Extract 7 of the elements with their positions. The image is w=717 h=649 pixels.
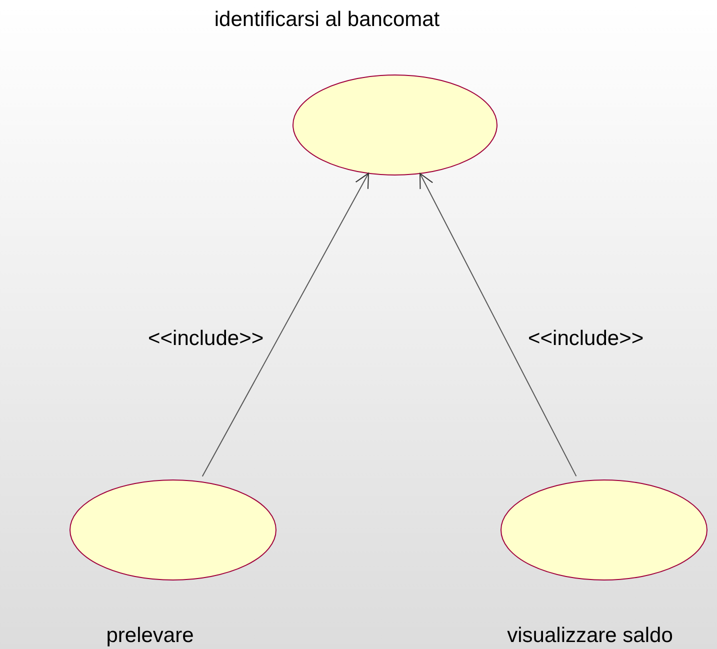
use-case-name: identificarsi al bancomat	[214, 8, 440, 31]
edge-label: <<include>>	[528, 327, 644, 351]
include-arrow	[202, 172, 370, 477]
include-arrow	[420, 172, 577, 477]
use-case-name: prelevare	[106, 624, 194, 647]
use-case-name: visualizzare saldo	[507, 624, 673, 647]
edge-label: <<include>>	[148, 327, 264, 351]
